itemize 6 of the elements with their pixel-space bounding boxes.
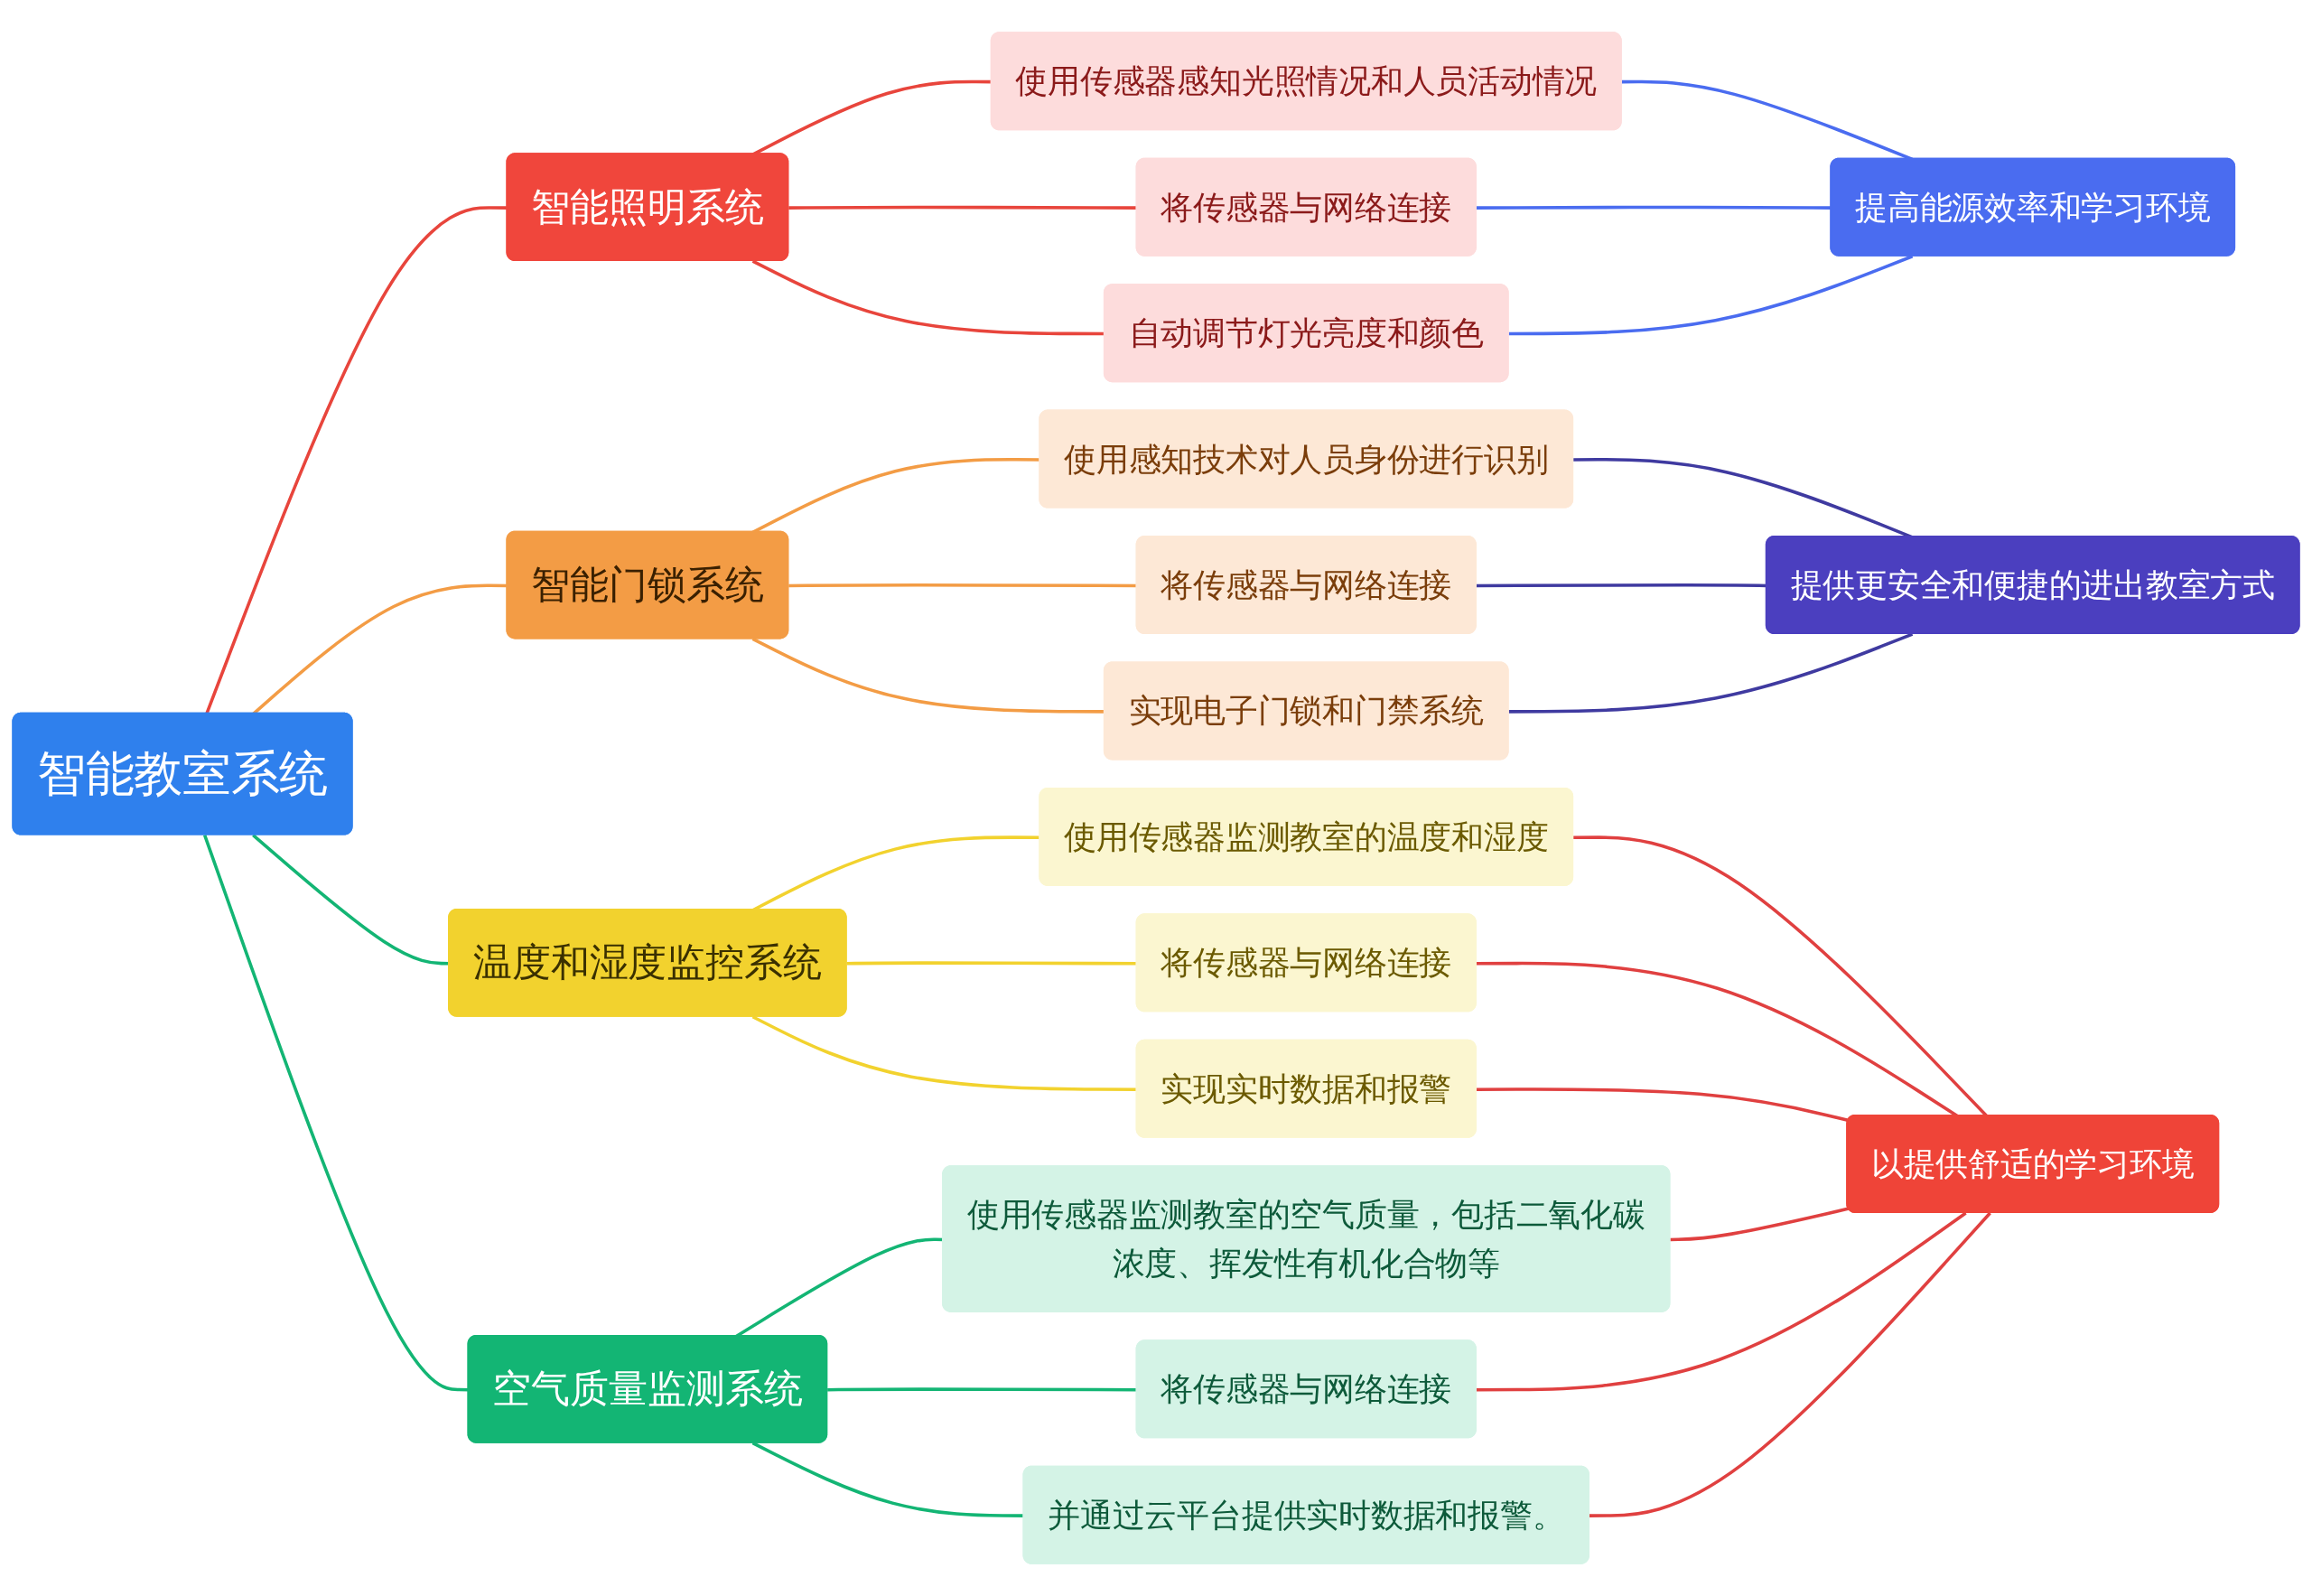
connector [1508, 632, 1914, 714]
connector [1590, 1211, 1991, 1517]
connector [1476, 1087, 1850, 1123]
connector [1670, 1207, 1850, 1242]
connector [1476, 1211, 1967, 1392]
connector [1508, 255, 1914, 336]
